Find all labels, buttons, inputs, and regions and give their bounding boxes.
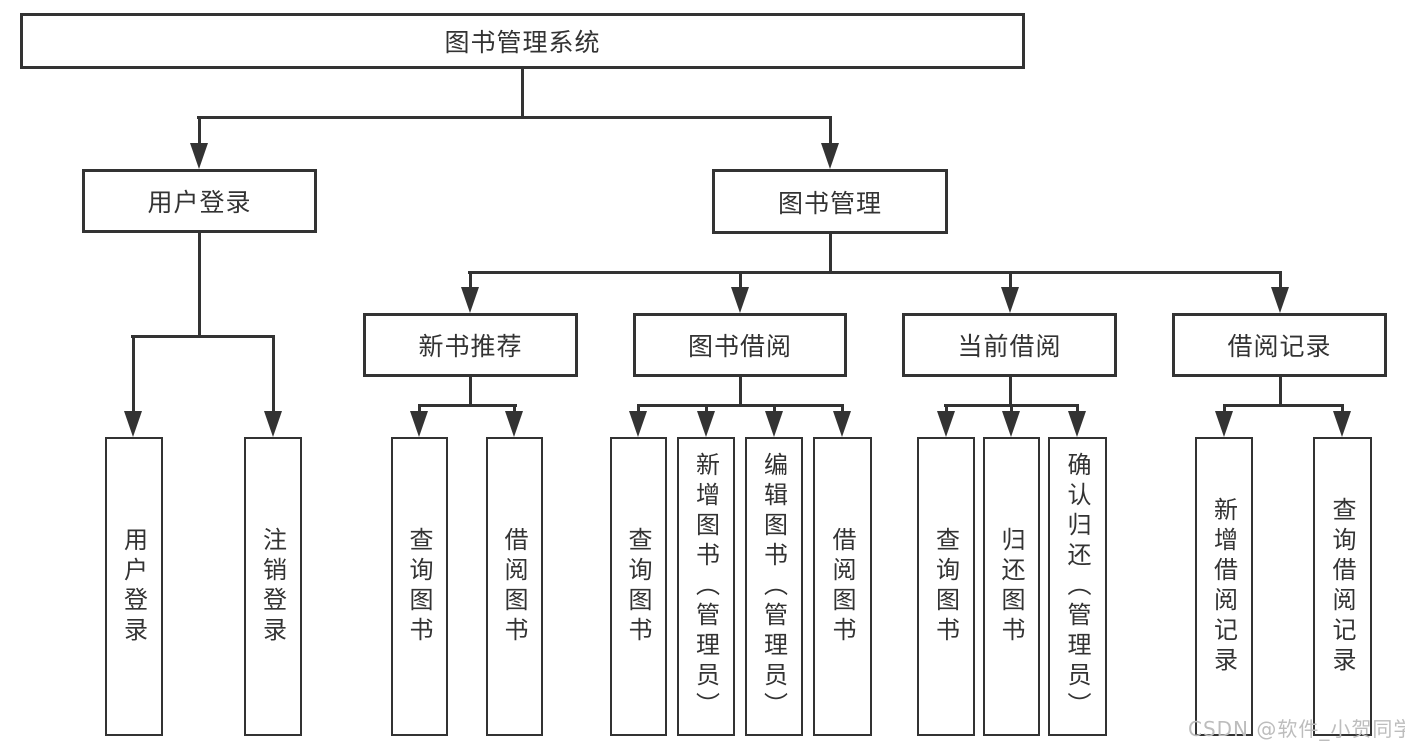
connector-line bbox=[1223, 404, 1226, 414]
arrow-down-icon bbox=[190, 143, 208, 169]
node-book-management: 图书管理 bbox=[712, 169, 948, 234]
connector-line bbox=[1009, 376, 1012, 406]
arrow-down-icon bbox=[629, 411, 647, 437]
arrow-down-icon bbox=[1001, 287, 1019, 313]
connector-line bbox=[272, 335, 275, 414]
connector-line bbox=[1076, 404, 1079, 414]
connector-line bbox=[132, 335, 135, 414]
arrow-down-icon bbox=[821, 143, 839, 169]
node-book-borrow: 图书借阅 bbox=[633, 313, 847, 377]
connector-line bbox=[1010, 404, 1013, 414]
connector-line bbox=[513, 404, 516, 414]
arrow-down-icon bbox=[124, 411, 142, 437]
connector-line bbox=[469, 271, 472, 289]
connector-line bbox=[418, 404, 517, 407]
arrow-down-icon bbox=[1002, 411, 1020, 437]
connector-line bbox=[637, 404, 640, 414]
csdn-watermark: CSDN @软件_小贺同学 bbox=[1188, 717, 1405, 741]
connector-line bbox=[1223, 404, 1344, 407]
node-current-borrow: 当前借阅 bbox=[902, 313, 1117, 377]
node-leaf-add-books-admin: 新增图书（管理员） bbox=[677, 437, 735, 736]
node-leaf-logout: 注销登录 bbox=[244, 437, 302, 736]
arrow-down-icon bbox=[1271, 287, 1289, 313]
arrow-down-icon bbox=[1068, 411, 1086, 437]
arrow-down-icon bbox=[1333, 411, 1351, 437]
connector-line bbox=[1341, 404, 1344, 414]
node-root: 图书管理系统 bbox=[20, 13, 1025, 69]
arrow-down-icon bbox=[833, 411, 851, 437]
arrow-down-icon bbox=[505, 411, 523, 437]
connector-line bbox=[469, 376, 472, 406]
connector-line bbox=[197, 116, 832, 119]
connector-line bbox=[739, 271, 742, 289]
node-user-login: 用户登录 bbox=[82, 169, 317, 233]
arrow-down-icon bbox=[1215, 411, 1233, 437]
connector-line bbox=[1009, 271, 1012, 289]
connector-line bbox=[198, 231, 201, 338]
connector-line bbox=[829, 116, 832, 146]
arrow-down-icon bbox=[264, 411, 282, 437]
node-leaf-query-books-current: 查询图书 bbox=[917, 437, 975, 736]
connector-line bbox=[131, 335, 275, 338]
connector-line bbox=[945, 404, 948, 414]
node-leaf-add-borrow-record: 新增借阅记录 bbox=[1195, 437, 1253, 736]
connector-line bbox=[1279, 376, 1282, 406]
node-leaf-query-books-borrow: 查询图书 bbox=[610, 437, 667, 736]
arrow-down-icon bbox=[731, 287, 749, 313]
connector-line bbox=[829, 232, 832, 273]
node-leaf-query-books-recommend: 查询图书 bbox=[391, 437, 448, 736]
connector-line bbox=[705, 404, 708, 414]
connector-line bbox=[773, 404, 776, 414]
arrow-down-icon bbox=[410, 411, 428, 437]
node-leaf-user-login: 用户登录 bbox=[105, 437, 163, 736]
arrow-down-icon bbox=[937, 411, 955, 437]
node-leaf-borrow-books: 借阅图书 bbox=[813, 437, 872, 736]
node-new-book-recommend: 新书推荐 bbox=[363, 313, 578, 377]
node-leaf-return-books: 归还图书 bbox=[983, 437, 1040, 736]
node-borrow-records: 借阅记录 bbox=[1172, 313, 1387, 377]
connector-line bbox=[1279, 271, 1282, 289]
connector-line bbox=[521, 67, 524, 118]
arrow-down-icon bbox=[697, 411, 715, 437]
node-leaf-edit-books-admin: 编辑图书（管理员） bbox=[745, 437, 803, 736]
node-leaf-confirm-return-admin: 确认归还（管理员） bbox=[1048, 437, 1107, 736]
arrow-down-icon bbox=[461, 287, 479, 313]
node-leaf-borrow-books-recommend: 借阅图书 bbox=[486, 437, 543, 736]
connector-line bbox=[468, 271, 1282, 274]
connector-line bbox=[841, 404, 844, 414]
connector-line bbox=[739, 376, 742, 406]
arrow-down-icon bbox=[765, 411, 783, 437]
connector-line bbox=[637, 404, 843, 407]
connector-line bbox=[198, 116, 201, 146]
node-leaf-query-borrow-record: 查询借阅记录 bbox=[1313, 437, 1372, 736]
connector-line bbox=[418, 404, 421, 414]
